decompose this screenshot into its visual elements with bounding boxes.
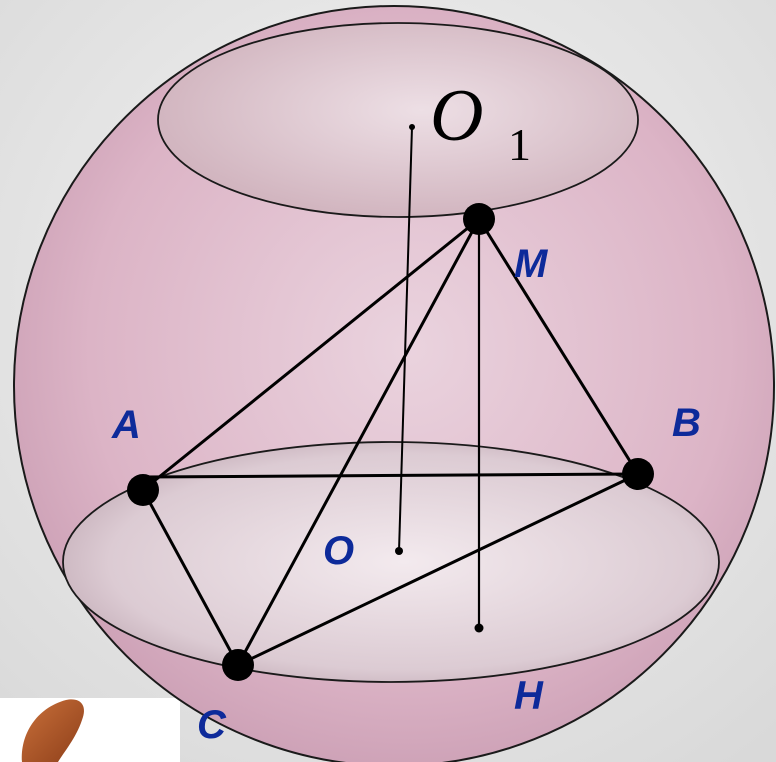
edge-mc <box>236 218 481 666</box>
point-o1 <box>409 124 415 130</box>
edge-mb <box>477 218 640 475</box>
point-h <box>474 623 484 633</box>
edge-bc <box>237 472 639 667</box>
vertex-c <box>222 649 254 681</box>
edge-ab <box>142 472 639 479</box>
label-b: B <box>672 401 701 445</box>
edge-ac <box>141 489 240 666</box>
label-o1-subscript: 1 <box>508 119 531 170</box>
edge-ma <box>142 217 480 492</box>
label-a: A <box>111 403 141 447</box>
axis-line-o1-o <box>398 126 413 552</box>
point-o <box>395 547 403 555</box>
corner-leaf-shape <box>21 699 85 762</box>
label-o1: O <box>430 75 483 157</box>
label-m: M <box>514 242 549 286</box>
vertex-a <box>127 474 159 506</box>
label-o: O <box>323 529 354 573</box>
label-c: C <box>197 703 227 747</box>
top-circle <box>157 22 639 218</box>
vertex-b <box>622 458 654 490</box>
base-circle <box>62 441 720 683</box>
label-h: H <box>514 674 544 718</box>
vertex-m <box>463 203 495 235</box>
